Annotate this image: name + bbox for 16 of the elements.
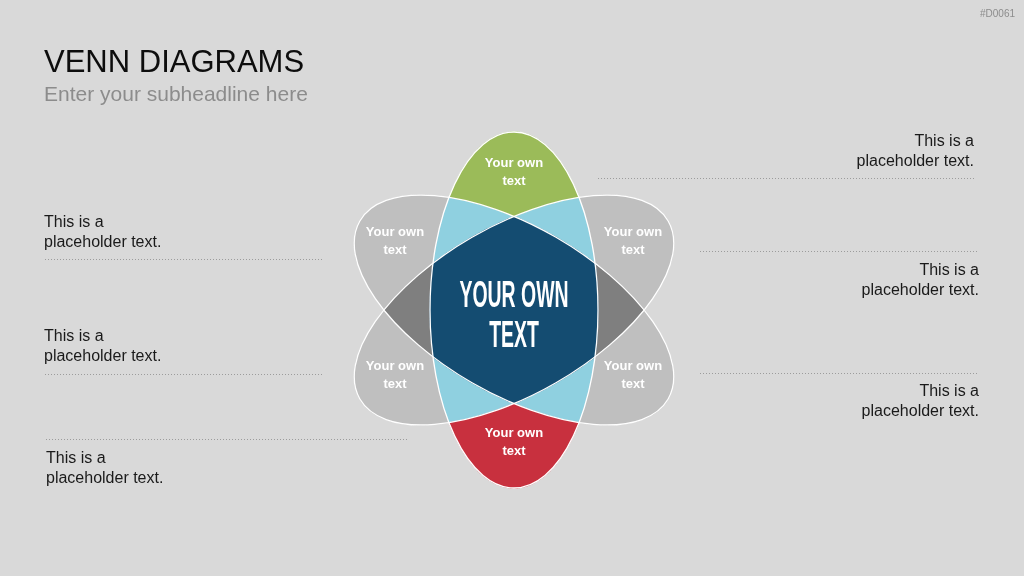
placeholder-text: This is a placeholder text. <box>860 260 979 300</box>
petal-label: Your own text <box>364 357 426 393</box>
placeholder-text: This is a placeholder text. <box>44 326 163 366</box>
subheadline: Enter your subheadline here <box>44 81 308 106</box>
placeholder-text: This is a placeholder text. <box>860 381 979 421</box>
petal-label: Your own text <box>602 357 664 393</box>
placeholder-text: This is a placeholder text. <box>855 131 974 171</box>
petal-label: Your own text <box>483 154 545 190</box>
placeholder-text: This is a placeholder text. <box>44 212 163 252</box>
petal-label: Your own text <box>364 223 426 259</box>
slide-title: VENN DIAGRAMS <box>44 43 305 81</box>
placeholder-text: This is a placeholder text. <box>46 448 165 488</box>
petal-label: Your own text <box>483 424 545 460</box>
center-label: YOUR OWN TEXT <box>458 275 570 355</box>
petal-label: Your own text <box>602 223 664 259</box>
slide-code: #D0061 <box>979 7 1015 21</box>
